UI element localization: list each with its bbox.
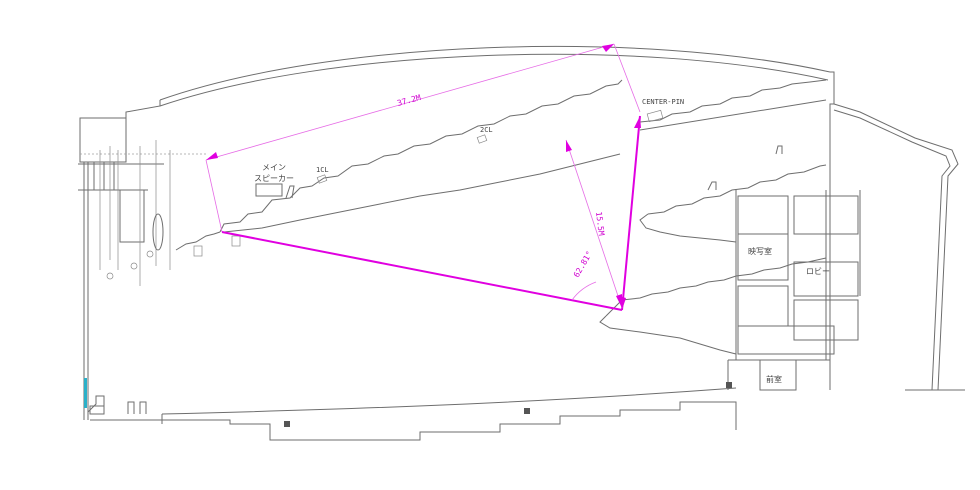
roof-outline bbox=[125, 45, 835, 154]
lobby-label: ロビー bbox=[806, 267, 830, 276]
front-room-label: 前室 bbox=[766, 374, 782, 384]
orchestra-floor bbox=[90, 360, 737, 441]
cl2-label: 2CL bbox=[480, 126, 493, 134]
stage-area bbox=[78, 117, 241, 420]
cl1-label: 1CL bbox=[316, 166, 329, 174]
angle-dimension: 62.81° bbox=[572, 249, 594, 279]
speaker-units bbox=[255, 109, 783, 199]
equipment-marks bbox=[284, 382, 732, 427]
main-speaker-label-line2: スピーカー bbox=[254, 174, 294, 183]
distance-dimension: 37.2M bbox=[396, 93, 422, 108]
height-dimension: 15.5M bbox=[594, 211, 606, 236]
front-seat-marks bbox=[84, 378, 147, 415]
measurement-lines bbox=[205, 43, 641, 311]
upper-seating-steps bbox=[175, 79, 623, 251]
projection-room-label: 映写室 bbox=[748, 246, 772, 256]
drawing-labels: メイン スピーカー 1CL 2CL CENTER-PIN 映写室 ロビー 前室 … bbox=[254, 93, 830, 384]
rooms-block bbox=[728, 190, 861, 391]
center-pin-label: CENTER-PIN bbox=[642, 98, 684, 106]
main-speaker-label-line1: メイン bbox=[262, 163, 286, 172]
balcony-tiers-right bbox=[599, 79, 827, 355]
balcony-underside bbox=[223, 153, 621, 233]
exterior-wall-right bbox=[829, 103, 965, 391]
